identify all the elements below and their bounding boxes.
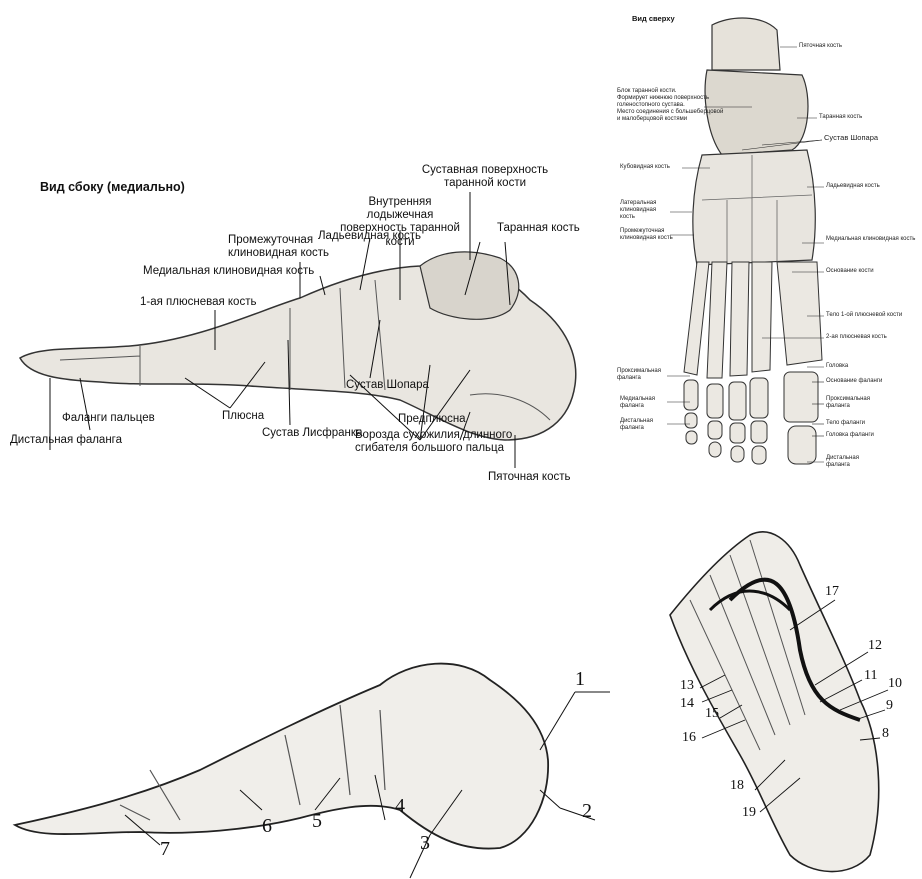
label-top-phalanx-head: Головка фаланги xyxy=(826,432,874,439)
number-15: 15 xyxy=(705,706,719,722)
label-distal-phalanx: Дистальная фаланга xyxy=(10,434,122,447)
side-view-panel: Вид сбоку (медиально) Суставная поверхно… xyxy=(0,150,600,500)
label-top-proximal-phalanx-left: Проксимальная фаланга xyxy=(617,368,667,382)
label-top-talus-block-4: Место соединения с большеберцовой xyxy=(617,109,723,116)
number-3: 3 xyxy=(420,832,430,855)
number-4: 4 xyxy=(395,795,405,818)
label-calcaneus-side: Пяточная кость xyxy=(488,471,571,484)
label-top-proximal-phalanx-right: Проксимальная фаланга xyxy=(826,396,886,410)
label-top-chopart-joint: Сустав Шопара xyxy=(824,134,878,143)
number-10: 10 xyxy=(888,676,902,692)
label-top-talus-block-3: голеностопного сустава. xyxy=(617,102,685,109)
number-7: 7 xyxy=(160,838,170,861)
side-view-title: Вид сбоку (медиально) xyxy=(40,180,185,194)
label-top-talus-block-2: Формирует нижнюю поверхность xyxy=(617,95,709,102)
number-18: 18 xyxy=(730,778,744,794)
lower-left-panel: 1 2 3 4 5 6 7 xyxy=(0,640,610,879)
label-top-phalanx-base: Основание фаланги xyxy=(826,378,882,385)
label-phalanges: Фаланги пальцев xyxy=(62,412,155,425)
number-1: 1 xyxy=(575,668,585,691)
label-top-talus-block-1: Блок таранной кости. xyxy=(617,88,677,95)
label-top-cuboid: Кубовидная кость xyxy=(620,164,670,171)
number-14: 14 xyxy=(680,696,694,712)
label-chopart-joint: Сустав Шопара xyxy=(346,379,429,392)
number-12: 12 xyxy=(868,638,882,654)
top-view-title: Вид сверху xyxy=(632,14,675,23)
lower-right-panel: 17 12 11 10 9 8 13 14 15 16 18 19 xyxy=(650,520,922,879)
number-19: 19 xyxy=(742,805,756,821)
label-talus: Таранная кость xyxy=(497,222,580,235)
label-top-distal-phalanx-left: Дистальная фаланга xyxy=(620,418,665,432)
number-16: 16 xyxy=(682,730,696,746)
label-top-distal-phalanx-right: Дистальная фаланга xyxy=(826,455,871,469)
top-view-panel: Вид сверху Пяточная кость Блок таранной … xyxy=(612,0,922,500)
label-top-medial-cuneiform: Медиальная клиновидная кость xyxy=(826,236,918,243)
label-top-middle-phalanx: Медиальная фаланга xyxy=(620,396,665,410)
top-calcaneus xyxy=(712,18,780,70)
number-9: 9 xyxy=(886,698,893,714)
number-8: 8 xyxy=(882,726,889,742)
label-top-intermediate-cuneiform: Промежуточная клиновидная кость xyxy=(620,228,675,242)
number-2: 2 xyxy=(582,800,592,823)
label-top-second-metatarsal: 2-ая плюсневая кость xyxy=(826,334,887,341)
label-top-navicular: Ладьевидная кость xyxy=(826,183,880,190)
label-top-phalanx-body: Тело фаланги xyxy=(826,420,865,427)
label-top-calcaneus: Пяточная кость xyxy=(799,43,842,50)
label-top-first-metatarsal-body: Тело 1-ой плюсневой кости xyxy=(826,312,902,319)
lower-left-illustration xyxy=(0,640,610,879)
number-13: 13 xyxy=(680,678,694,694)
lower-left-foot-outline xyxy=(15,664,548,849)
label-top-talus: Таранная кость xyxy=(819,114,862,121)
number-6: 6 xyxy=(262,815,272,838)
label-top-bone-base: Основание кости xyxy=(826,268,874,275)
label-navicular: Ладьевидная кость xyxy=(318,230,421,243)
label-intermediate-cuneiform: Промежуточная клиновидная кость xyxy=(228,234,333,260)
label-medial-cuneiform: Медиальная клиновидная кость xyxy=(143,265,314,278)
number-17: 17 xyxy=(825,584,839,600)
label-tarsus: Предплюсна xyxy=(398,413,466,426)
label-top-head: Головка xyxy=(826,363,848,370)
number-5: 5 xyxy=(312,810,322,833)
label-top-talus-block-5: и малоберцовой костями xyxy=(617,116,687,123)
label-lisfranc-joint: Сустав Лисфранка xyxy=(262,427,363,440)
number-11: 11 xyxy=(864,668,877,684)
label-first-metatarsal: 1-ая плюсневая кость xyxy=(140,296,256,309)
label-flexor-groove: Борозда сухожилия длинного сгибателя бол… xyxy=(355,429,520,455)
label-top-lateral-cuneiform: Латеральная клиновидная кость xyxy=(620,200,670,221)
label-metatarsus: Плюсна xyxy=(222,410,264,423)
label-articular-surface-talus: Суставная поверхность таранной кости xyxy=(420,164,550,190)
